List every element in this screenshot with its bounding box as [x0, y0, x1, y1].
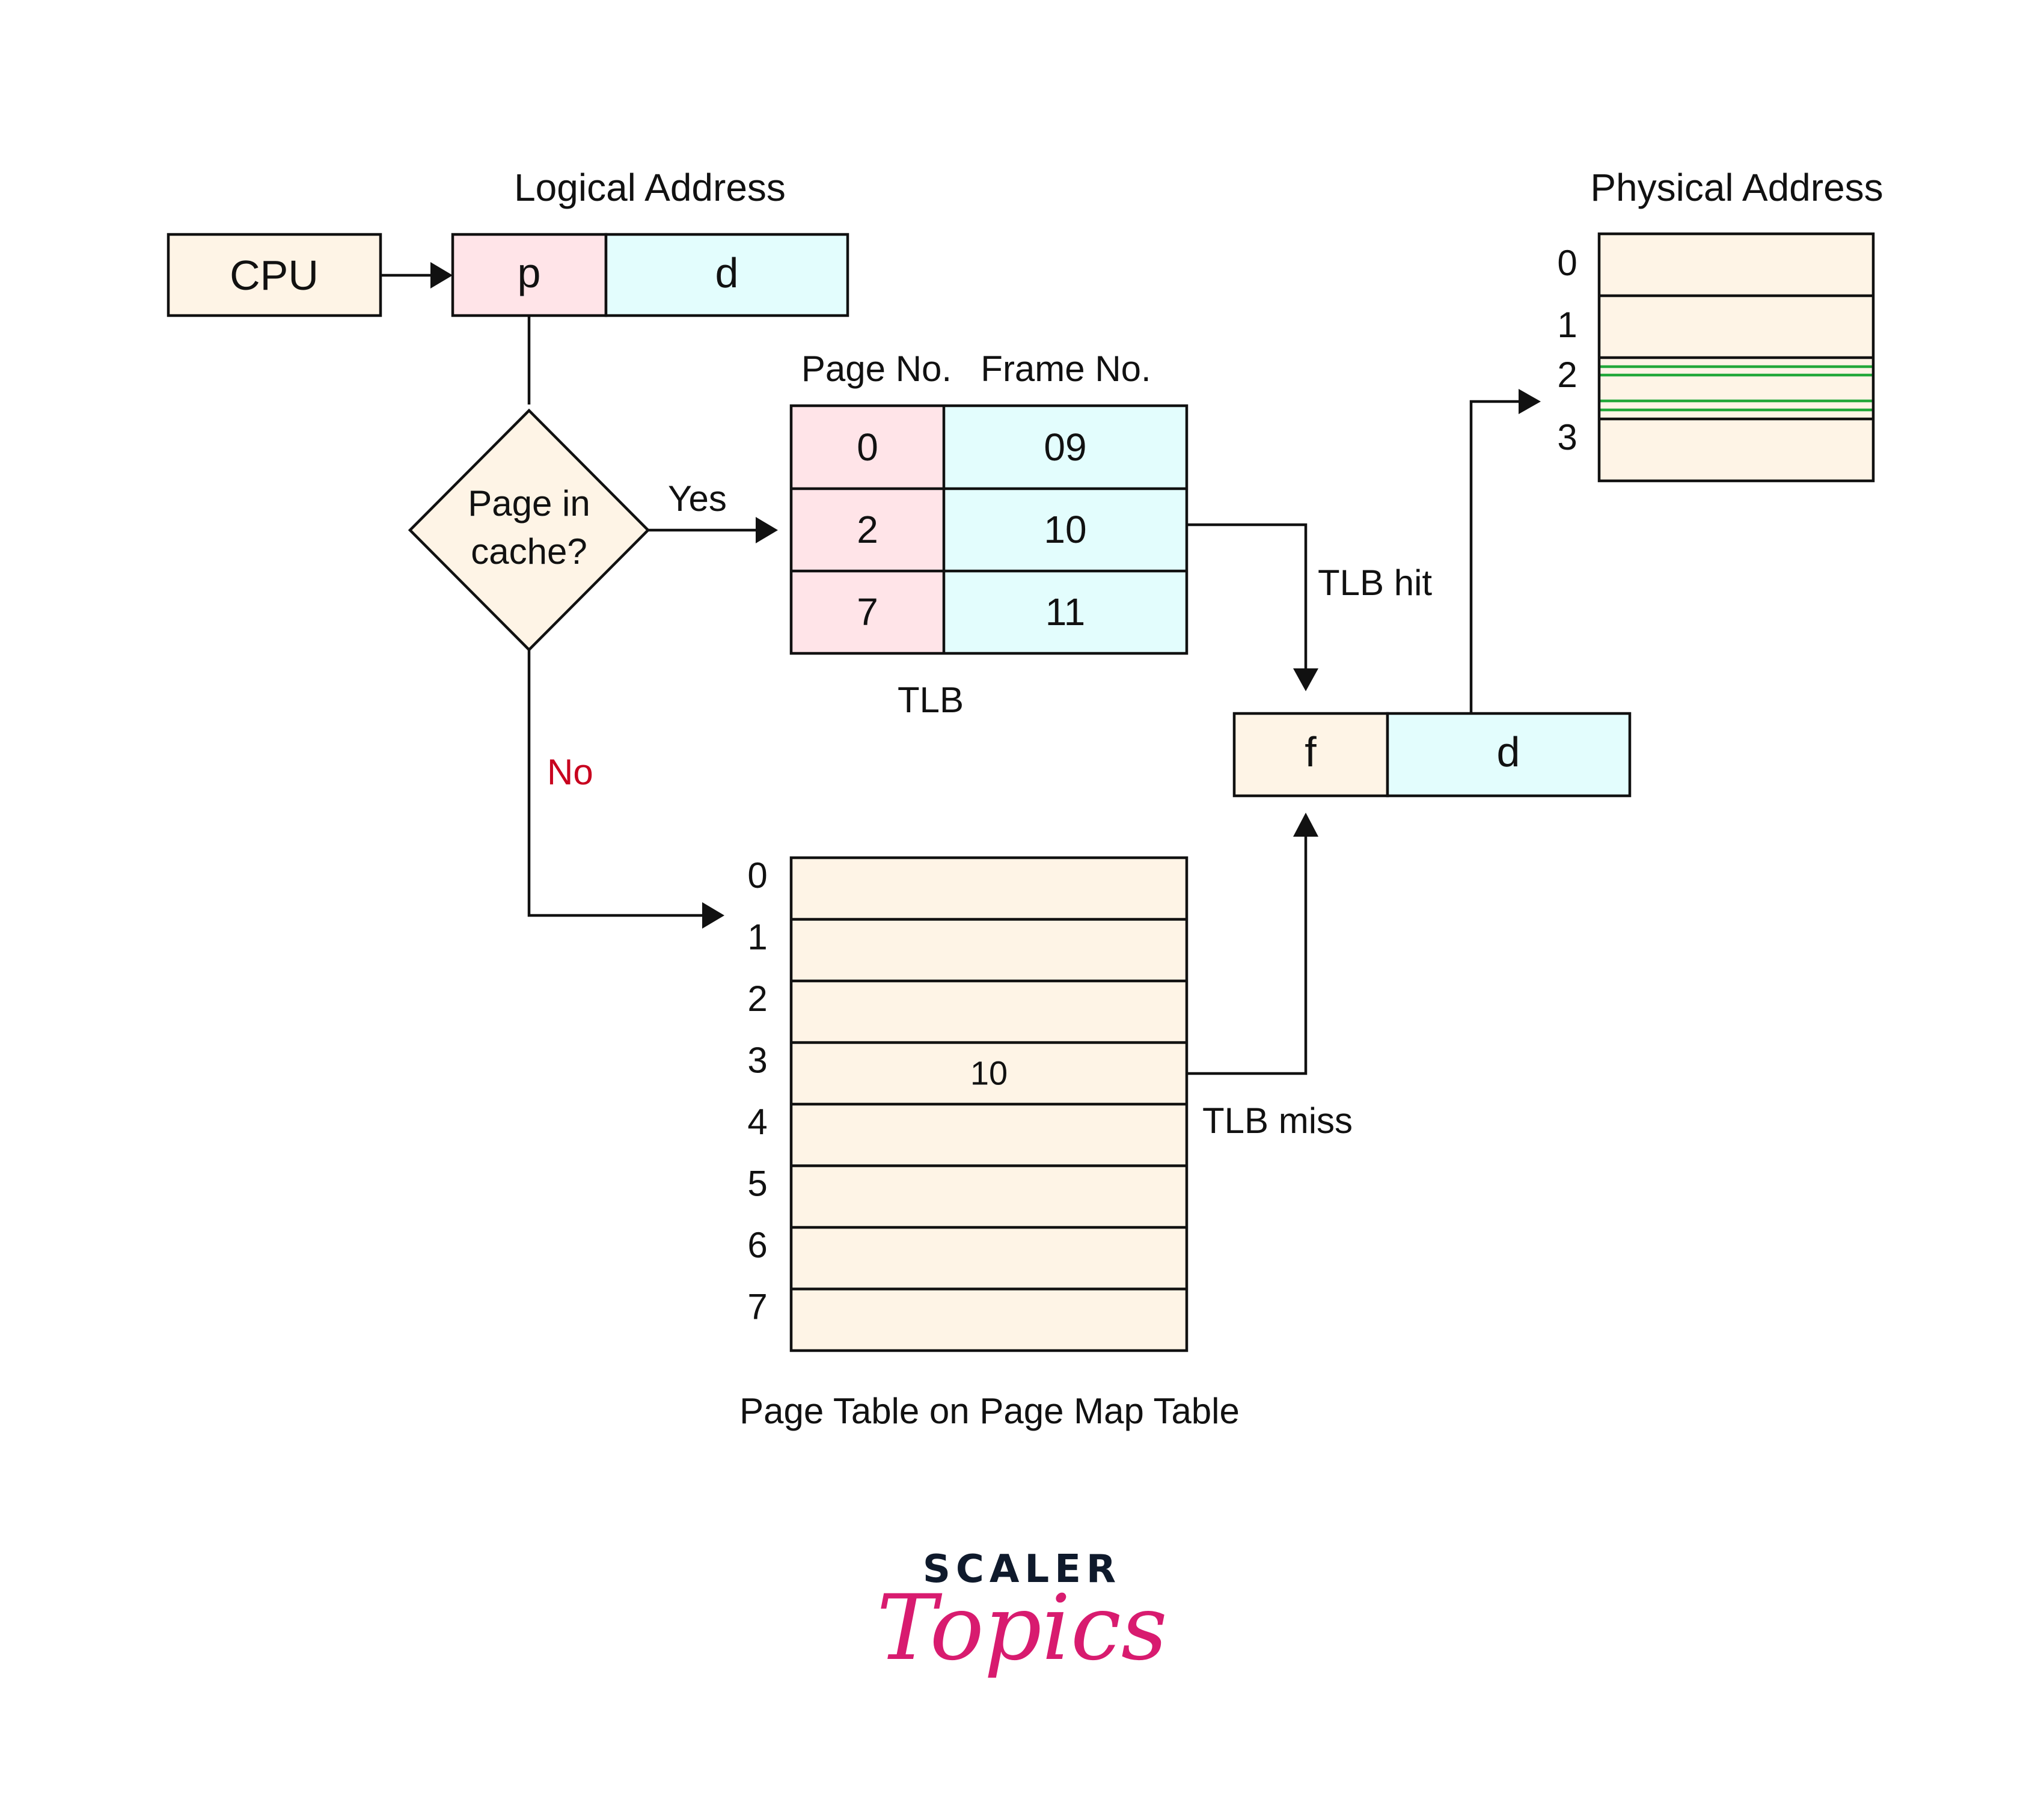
- tlb-miss-arrowhead-icon: [1293, 813, 1318, 837]
- page-table-row: 2: [747, 979, 1187, 1019]
- tlb-hit-line: [1187, 523, 1308, 672]
- tlb-row-frame: 09: [1044, 426, 1086, 469]
- frame-label: 3: [1557, 417, 1577, 457]
- tlb-hit-arrowhead-icon: [1293, 668, 1318, 691]
- tlb-row-page: 0: [857, 426, 878, 469]
- no-label: No: [547, 752, 593, 792]
- page-table-row: 5: [747, 1164, 1187, 1204]
- tlb-row-page: 7: [857, 590, 878, 634]
- page-field-label: p: [518, 249, 541, 296]
- page-table-row: 6: [747, 1225, 1187, 1265]
- tlb-table: 0 09 2 10 7 11: [789, 404, 1189, 655]
- decision-line1: Page in: [468, 483, 590, 524]
- frame-field: [1232, 712, 1389, 798]
- page-table-row: 1: [747, 917, 1187, 957]
- page-table-row-label: 7: [747, 1287, 767, 1327]
- page-table-row-label: 2: [747, 979, 767, 1019]
- offset-field-label: d: [715, 249, 739, 296]
- page-table-row-label: 6: [747, 1225, 767, 1265]
- tlb-hit-label: TLB hit: [1318, 563, 1432, 603]
- logo-script: Topics: [877, 1576, 1167, 1681]
- page-table-row-label: 4: [747, 1102, 767, 1142]
- page-table-row-label: 3: [747, 1040, 767, 1081]
- tlb-row-frame: 11: [1045, 590, 1085, 634]
- logical-address-register: p d: [451, 233, 849, 317]
- offset-field: [604, 233, 849, 317]
- page-table-row: 7: [747, 1287, 1187, 1327]
- tlb-header-page: Page No.: [801, 349, 952, 389]
- physical-address-title: Physical Address: [1590, 166, 1883, 209]
- tlb-header-frame: Frame No.: [981, 349, 1151, 389]
- cpu-label: CPU: [230, 252, 319, 299]
- cpu-box: CPU: [167, 233, 382, 317]
- page-number-field: [451, 233, 608, 317]
- page-table-row: 4: [747, 1102, 1187, 1142]
- page-in-cache-decision: Page in cache?: [408, 408, 650, 652]
- page-table: 0 1 2 3 10 4 5 6 7: [747, 855, 1189, 1352]
- physical-memory: [1597, 232, 1875, 483]
- tlb-row-frame: 10: [1044, 508, 1086, 551]
- register-to-memory-arrowhead-icon: [1519, 389, 1541, 414]
- no-arrow-line: [527, 650, 705, 917]
- frame-label: 0: [1557, 243, 1577, 283]
- no-arrowhead-icon: [702, 902, 724, 929]
- page-table-row: 3 10: [747, 1040, 1187, 1092]
- page-table-row: 0: [747, 855, 767, 896]
- page-table-row-label: 0: [747, 855, 767, 896]
- tlb-miss-line: [1187, 834, 1308, 1075]
- tlb-row: 0 09: [857, 426, 1086, 469]
- page-table-row-label: 1: [747, 917, 767, 957]
- tlb-row: 2 10: [857, 508, 1086, 551]
- yes-arrowhead-icon: [756, 517, 778, 543]
- frame-label: 1: [1557, 305, 1577, 345]
- page-table-entry: 10: [970, 1054, 1008, 1092]
- frame-label: 2: [1557, 355, 1577, 395]
- logical-address-title: Logical Address: [514, 166, 786, 209]
- decision-line2: cache?: [471, 531, 587, 572]
- physical-offset-field: [1386, 712, 1632, 798]
- tlb-row: 7 11: [857, 590, 1085, 634]
- register-to-memory-line: [1469, 400, 1521, 713]
- tlb-row-page: 2: [857, 508, 878, 551]
- scaler-topics-logo: SCALER Topics: [877, 1547, 1167, 1681]
- frame-field-label: f: [1305, 728, 1317, 775]
- tlb-miss-label: TLB miss: [1202, 1101, 1353, 1141]
- physical-address-register: f d: [1232, 712, 1632, 798]
- tlb-caption: TLB: [898, 680, 964, 720]
- physical-offset-field-label: d: [1497, 728, 1520, 775]
- yes-label: Yes: [668, 478, 727, 519]
- page-table-row-label: 5: [747, 1164, 767, 1204]
- page-table-caption: Page Table on Page Map Table: [739, 1391, 1240, 1431]
- cpu-to-logical-arrowhead-icon: [430, 262, 453, 289]
- logo-wordmark: SCALER: [923, 1547, 1121, 1592]
